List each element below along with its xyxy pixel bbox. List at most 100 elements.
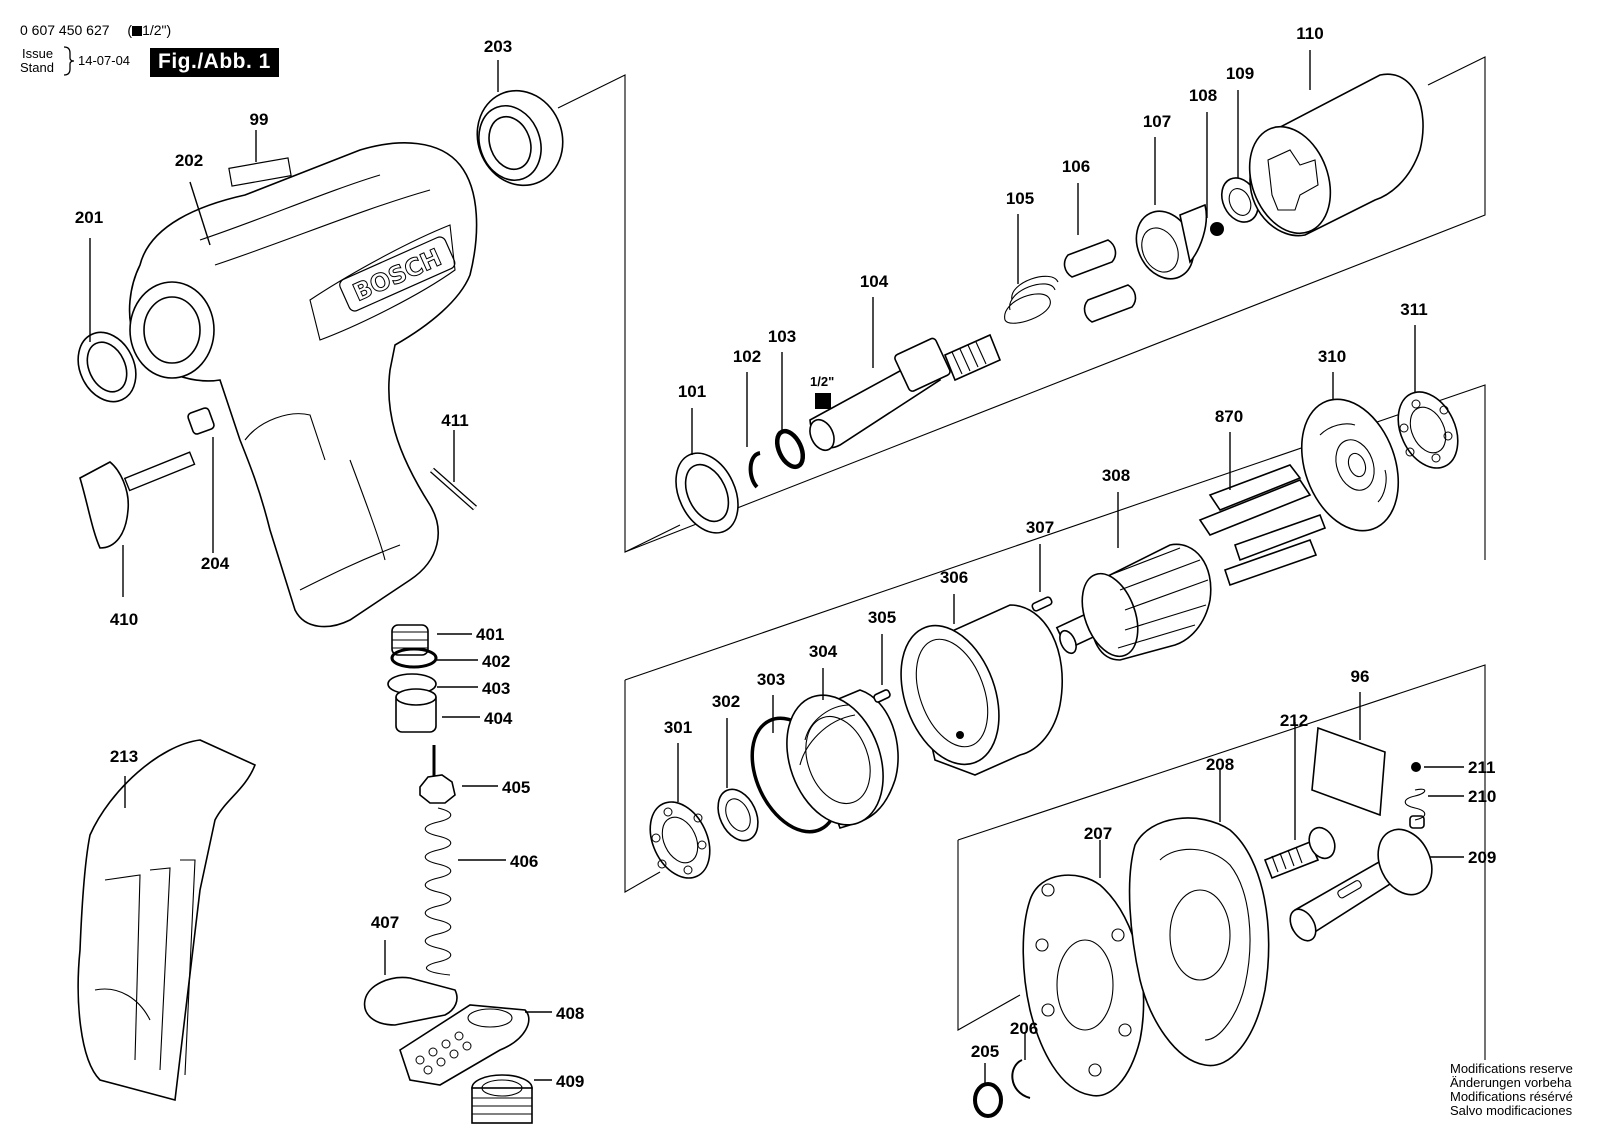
callout-213: 213 (110, 747, 138, 766)
callout-311: 311 (1400, 300, 1427, 319)
document-part-number: 0 607 450 627 (1/2") (20, 22, 171, 38)
callout-405: 405 (502, 778, 530, 797)
callout-211: 211 (1468, 758, 1495, 777)
callout-304: 304 (809, 642, 838, 661)
callout-307: 307 (1026, 518, 1054, 537)
square-drive-icon (815, 393, 831, 409)
pin-411 (430, 467, 477, 511)
group-outline-300 (624, 384, 1486, 893)
callout-104: 104 (860, 272, 889, 291)
ring-206 (1011, 1059, 1031, 1099)
anvil-104 (809, 333, 1002, 452)
issue-label: Issue (22, 46, 54, 61)
callout-870: 870 (1215, 407, 1243, 426)
ball-108 (1210, 222, 1224, 236)
callout-106: 106 (1062, 157, 1090, 176)
valve-209 (1289, 815, 1433, 942)
stand-label: Stand (20, 60, 54, 75)
front-group-100 (675, 73, 1424, 534)
callout-96: 96 (1351, 667, 1370, 686)
vanes-870 (1198, 464, 1327, 587)
drive-size-label: (1/2") (127, 22, 172, 38)
callout-109: 109 (1226, 64, 1254, 83)
callout-201: 201 (75, 208, 103, 227)
housing-202: BOSCH (128, 142, 478, 628)
drive-size-label: 1/2" (810, 374, 834, 389)
callout-310: 310 (1318, 347, 1346, 366)
notice-line-es: Salvo modificaciones (1450, 1103, 1573, 1118)
callout-403: 403 (482, 679, 510, 698)
callout-102: 102 (733, 347, 761, 366)
motor-group-300 (649, 391, 1459, 879)
callout-408: 408 (556, 1004, 584, 1023)
callout-208: 208 (1206, 755, 1234, 774)
callout-202: 202 (175, 151, 203, 170)
callout-303: 303 (757, 670, 785, 689)
label-plate-96 (1311, 726, 1386, 817)
endplate-304 (786, 689, 899, 829)
o-ring-205 (973, 1082, 1003, 1118)
callout-301: 301 (664, 718, 692, 737)
issue-date: 14-07-04 (78, 53, 131, 68)
back-group-200 (973, 726, 1433, 1118)
backplate-208 (1128, 817, 1270, 1067)
callout-308: 308 (1102, 466, 1130, 485)
gasket-207 (1022, 874, 1145, 1097)
leader-lines (89, 50, 1464, 1085)
callout-210: 210 (1468, 787, 1496, 806)
callout-101: 101 (678, 382, 706, 401)
callout-110: 110 (1296, 24, 1323, 43)
notice-line-en: Modifications reserve (1450, 1062, 1573, 1076)
callout-204: 204 (201, 554, 230, 573)
callout-107: 107 (1143, 112, 1171, 131)
end-cap-203 (476, 89, 564, 187)
ball-211 (1411, 762, 1421, 772)
brace-icon (63, 46, 75, 76)
label-plate-99 (228, 157, 292, 187)
callout-105: 105 (1006, 189, 1034, 208)
figure-label: Fig./Abb. 1 (150, 48, 279, 77)
pin-307 (1031, 596, 1053, 612)
group-outline-100 (557, 56, 1486, 553)
bearing-301 (649, 801, 711, 879)
part-number: 0 607 450 627 (20, 22, 110, 38)
grip-213 (77, 739, 257, 1102)
pin-305 (873, 689, 891, 703)
modification-notice: Modifications reserve Änderungen vorbeha… (1450, 1062, 1600, 1118)
callout-305: 305 (868, 608, 896, 627)
trigger-410 (79, 451, 196, 549)
notice-line-fr: Modifications résérvé (1450, 1089, 1573, 1104)
callout-401: 401 (476, 625, 504, 644)
seal-302 (717, 788, 759, 842)
hammer-107 (1135, 203, 1208, 280)
callout-410: 410 (110, 610, 138, 629)
valve-stack-400 (363, 624, 533, 1124)
spring-210 (1404, 788, 1426, 821)
callout-302: 302 (712, 692, 740, 711)
callout-103: 103 (768, 327, 796, 346)
callout-99: 99 (250, 110, 269, 129)
callout-207: 207 (1084, 824, 1112, 843)
callout-212: 212 (1280, 711, 1308, 730)
square-drive-icon (132, 26, 143, 36)
callout-203: 203 (484, 37, 512, 56)
group-outline-200 (957, 664, 1486, 1060)
pin-106 (1063, 239, 1137, 323)
callout-206: 206 (1010, 1019, 1038, 1038)
callout-407: 407 (371, 913, 399, 932)
hammer-case-110 (1248, 73, 1424, 237)
bearing-311 (1397, 391, 1459, 469)
screw-212 (1263, 826, 1336, 880)
endplate-310 (1300, 398, 1400, 532)
bushing-204 (187, 407, 215, 435)
callout-406: 406 (510, 852, 538, 871)
callout-306: 306 (940, 568, 968, 587)
callout-411: 411 (441, 411, 468, 430)
notice-line-de: Änderungen vorbeha (1450, 1075, 1572, 1090)
callout-402: 402 (482, 652, 510, 671)
rotor-308 (1055, 543, 1212, 661)
seal-201 (77, 331, 137, 403)
callout-409: 409 (556, 1072, 584, 1091)
cylinder-306 (900, 604, 1063, 776)
